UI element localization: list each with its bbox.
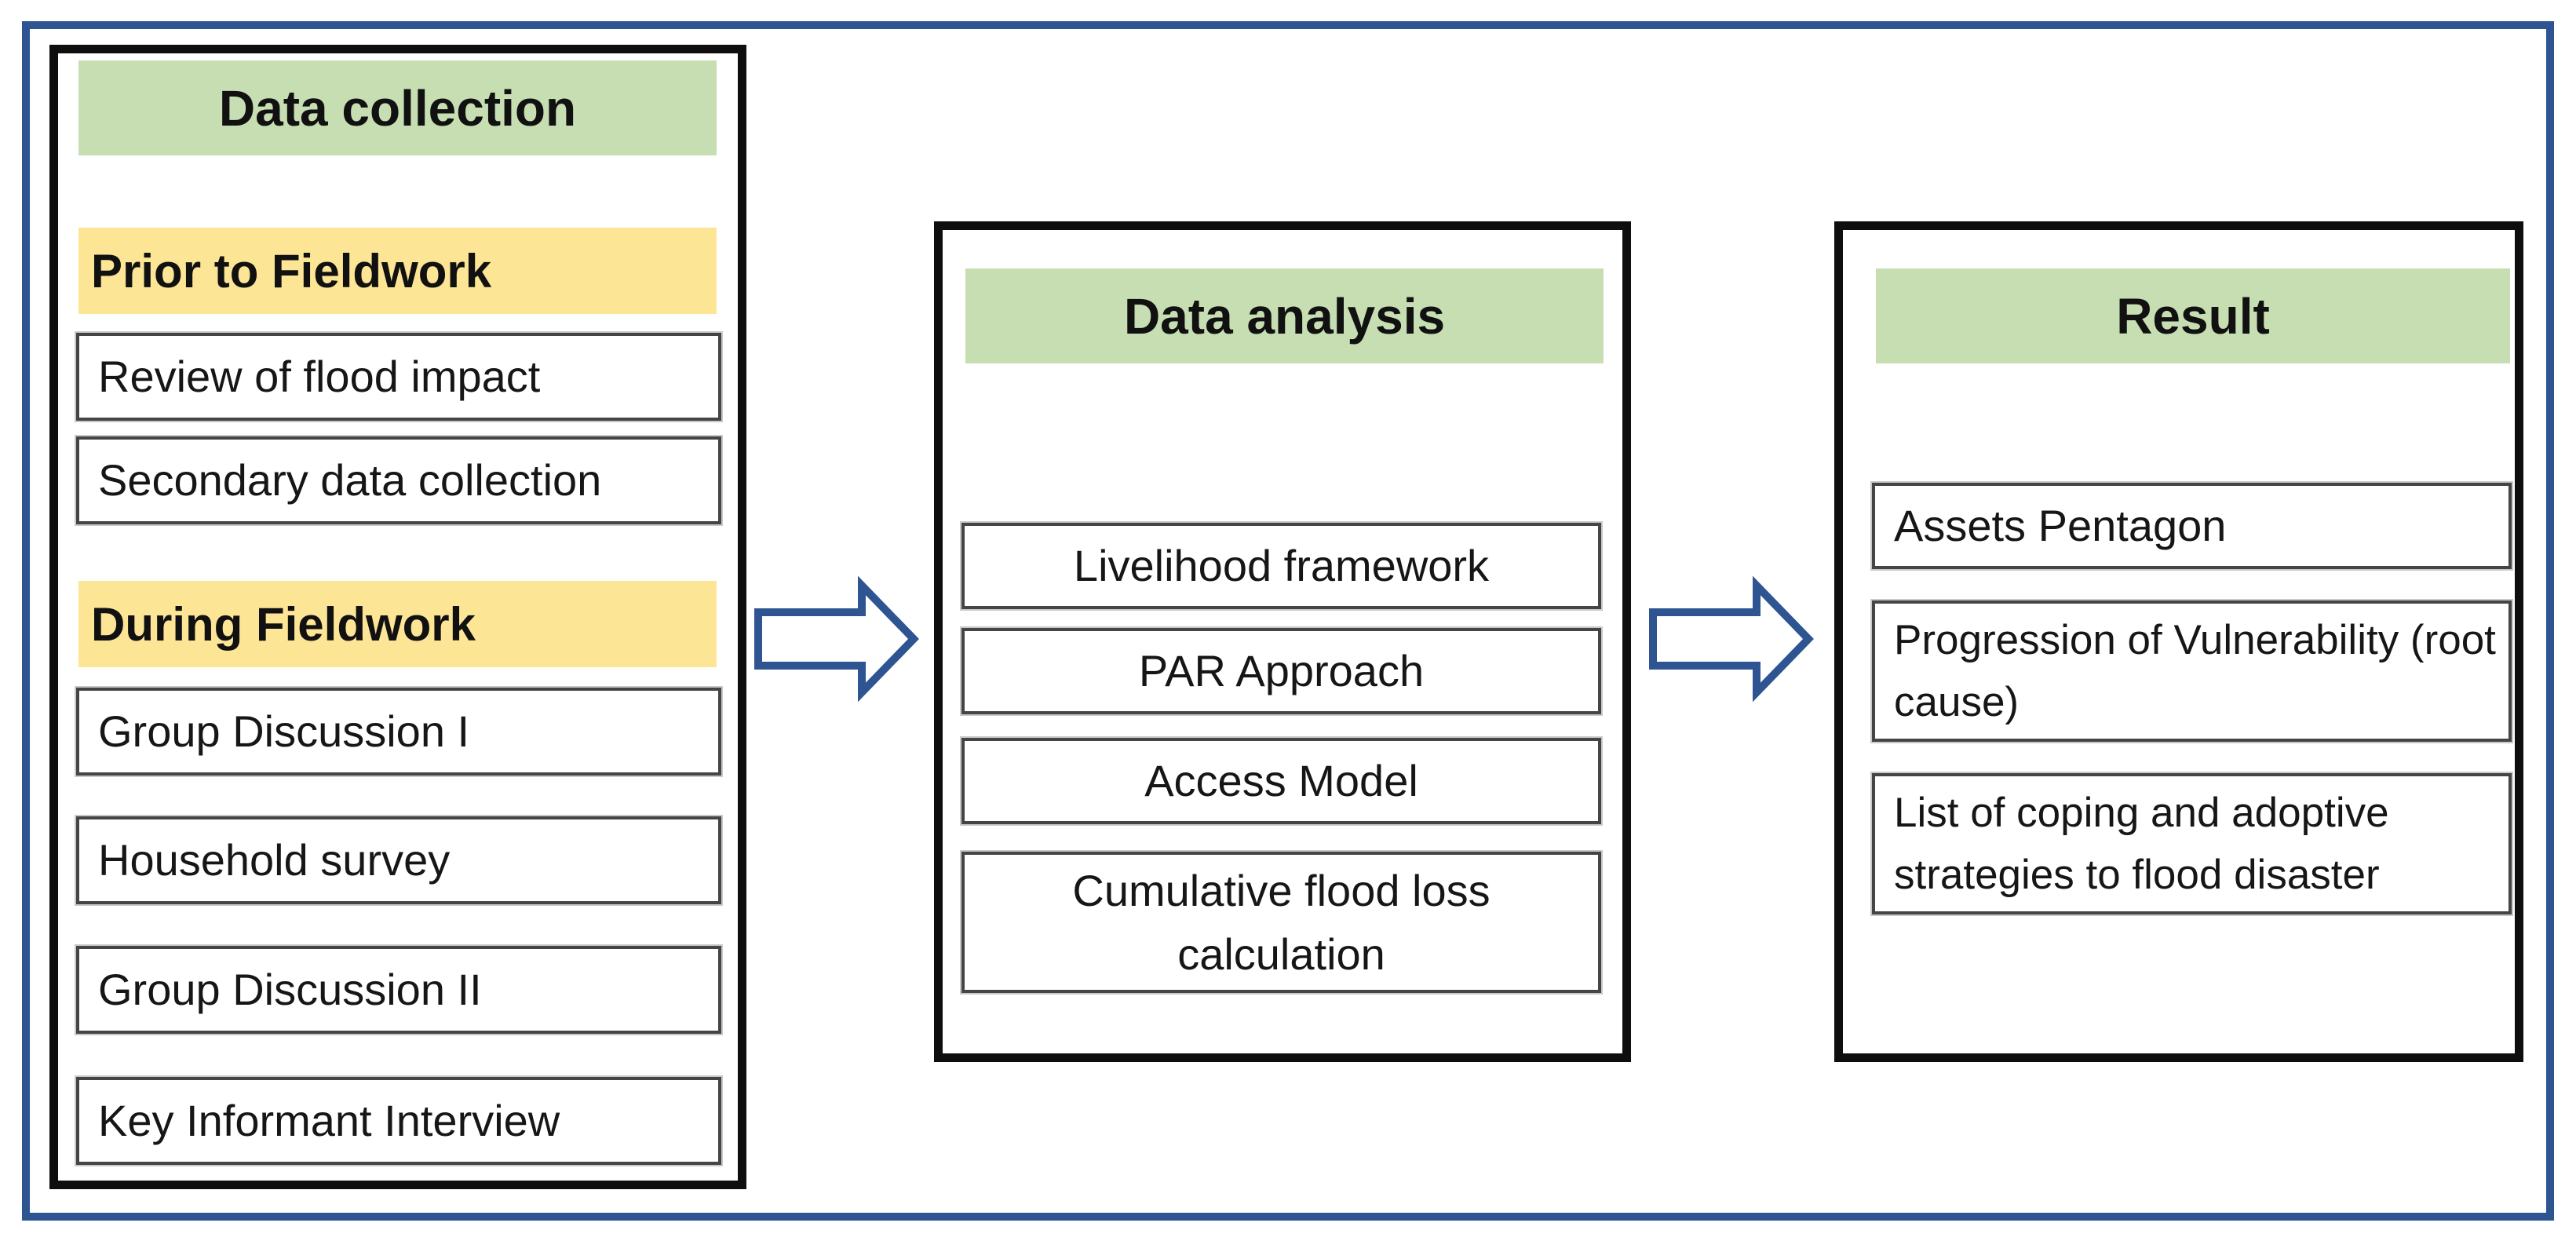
box-key-informant-interview: Key Informant Interview — [76, 1077, 721, 1165]
box-coping-adoptive-strategies: List of coping and adoptive strategies t… — [1872, 773, 2512, 914]
box-par-approach: PAR Approach — [961, 628, 1601, 714]
box-progression-of-vulnerability: Progression of Vulnerability (root cause… — [1872, 600, 2512, 742]
data-collection-column: Data collection Prior to Fieldwork Revie… — [49, 45, 746, 1189]
result-column: Result Assets Pentagon Progression of Vu… — [1834, 221, 2523, 1062]
box-household-survey: Household survey — [76, 816, 721, 904]
data-analysis-column: Data analysis Livelihood framework PAR A… — [934, 221, 1631, 1062]
column-title-result: Result — [1876, 268, 2510, 363]
box-livelihood-framework: Livelihood framework — [961, 523, 1601, 609]
box-cumulative-flood-loss-calculation: Cumulative flood loss calculation — [961, 852, 1601, 993]
outer-frame — [22, 21, 2554, 1221]
box-review-of-flood-impact: Review of flood impact — [76, 333, 721, 421]
column-title-data-analysis: Data analysis — [965, 268, 1604, 363]
column-title-data-collection: Data collection — [78, 60, 717, 155]
box-access-model: Access Model — [961, 738, 1601, 824]
box-assets-pentagon: Assets Pentagon — [1872, 483, 2512, 569]
flow-arrow-2 — [1649, 575, 1814, 703]
box-group-discussion-2: Group Discussion II — [76, 946, 721, 1034]
flow-arrow-1 — [754, 575, 919, 703]
box-secondary-data-collection: Secondary data collection — [76, 436, 721, 524]
right-arrow-shape — [1649, 575, 1814, 703]
subheader-prior-to-fieldwork: Prior to Fieldwork — [78, 228, 717, 314]
box-group-discussion-1: Group Discussion I — [76, 688, 721, 776]
subheader-during-fieldwork: During Fieldwork — [78, 581, 717, 667]
right-arrow-shape — [754, 575, 919, 703]
